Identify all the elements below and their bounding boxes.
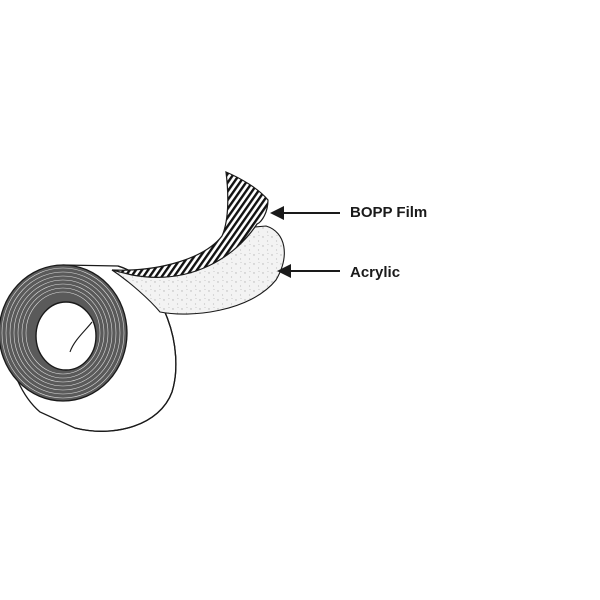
acrylic-label: Acrylic xyxy=(350,264,401,281)
roll-end-face xyxy=(0,264,128,402)
bopp-film-label: BOPP Film xyxy=(350,204,428,221)
bopp-film-arrow xyxy=(270,206,340,220)
acrylic-arrow xyxy=(277,264,340,278)
bopp-film-layer xyxy=(111,171,269,278)
